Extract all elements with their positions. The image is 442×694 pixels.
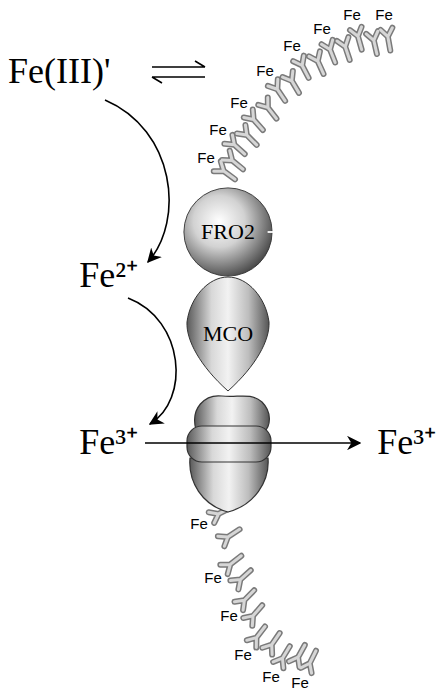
glycoprotein — [350, 27, 362, 50]
protein-node: MCO — [186, 276, 270, 392]
glycoprotein — [243, 605, 262, 626]
bound-iron: Fe — [343, 7, 361, 24]
glycoprotein — [268, 79, 285, 101]
glycoprotein — [220, 556, 241, 574]
glycoprotein — [309, 51, 324, 74]
glycoprotein — [218, 529, 240, 546]
bound-iron: Fe — [204, 570, 222, 587]
bound-iron: Fe — [283, 38, 301, 55]
glycoprotein — [366, 31, 378, 54]
glycoprotein — [237, 125, 257, 145]
glycoprotein — [337, 37, 350, 60]
glycoprotein — [220, 556, 241, 574]
glycoprotein — [301, 651, 316, 673]
glycoprotein — [293, 56, 308, 78]
protein-node: FRO2 — [183, 187, 273, 277]
oxidation-arrow — [128, 298, 176, 424]
bound-iron: Fe — [197, 150, 215, 167]
glycoprotein — [224, 135, 244, 154]
protein-name: FRO2 — [201, 220, 255, 244]
bound-iron: Fe — [291, 675, 309, 692]
bound-iron: Fe — [313, 21, 331, 38]
species-label: Fe³⁺ — [377, 423, 436, 463]
species-label: Fe³⁺ — [79, 423, 138, 463]
bound-iron: Fe — [209, 122, 227, 139]
glycoprotein — [268, 79, 285, 101]
glycoprotein — [283, 71, 299, 93]
protein-name: MCO — [203, 322, 253, 346]
glycoprotein — [273, 646, 290, 668]
glycoprotein — [366, 31, 378, 54]
glycoprotein — [230, 570, 250, 589]
transporter-band — [187, 426, 271, 462]
bound-iron: Fe — [190, 516, 208, 533]
glycoprotein — [322, 40, 336, 63]
glycoprotein — [222, 151, 243, 170]
glycoprotein — [381, 28, 393, 51]
transporter-lower — [190, 458, 268, 512]
bound-iron: Fe — [375, 7, 393, 24]
bound-iron: Fe — [262, 669, 280, 686]
bound-iron: Fe — [220, 608, 238, 625]
glycoprotein — [289, 645, 305, 667]
bound-iron: Fe — [256, 63, 274, 80]
glycoprotein — [301, 651, 316, 673]
glycoprotein — [273, 646, 290, 668]
glycoprotein — [230, 570, 250, 589]
glycoprotein — [214, 161, 235, 179]
highlight-mark — [268, 231, 273, 233]
bound-iron: Fe — [230, 95, 248, 112]
glycoprotein — [283, 71, 299, 93]
protein-sphere — [184, 188, 272, 276]
glycoprotein — [258, 98, 276, 119]
glycoprotein — [262, 633, 279, 655]
glycoprotein — [262, 633, 279, 655]
glycoprotein — [337, 37, 350, 60]
transport-arrow — [145, 442, 360, 444]
glycoprotein — [350, 27, 362, 50]
glycoprotein — [214, 161, 235, 179]
glycoprotein — [293, 56, 308, 78]
species-label: Fe²⁺ — [79, 256, 138, 296]
glycoprotein — [309, 51, 324, 74]
glycoprotein — [224, 135, 244, 154]
equilibrium-back — [152, 77, 205, 83]
glycoprotein — [258, 98, 276, 119]
glycoprotein — [218, 529, 240, 546]
equilibrium-forward — [152, 61, 205, 67]
reduction-arrow — [105, 100, 169, 262]
glycoprotein — [237, 125, 257, 145]
reaction-arrows — [105, 61, 360, 443]
bound-iron: Fe — [234, 647, 252, 664]
species-label: Fe(III)' — [8, 52, 110, 92]
glycoprotein — [381, 28, 393, 51]
transporter — [187, 396, 271, 512]
glycoprotein — [243, 605, 262, 626]
protein-body — [187, 277, 269, 391]
glycoprotein — [244, 110, 263, 130]
glycoprotein — [247, 627, 265, 648]
glycoprotein — [247, 627, 265, 648]
glycoprotein — [322, 40, 336, 63]
